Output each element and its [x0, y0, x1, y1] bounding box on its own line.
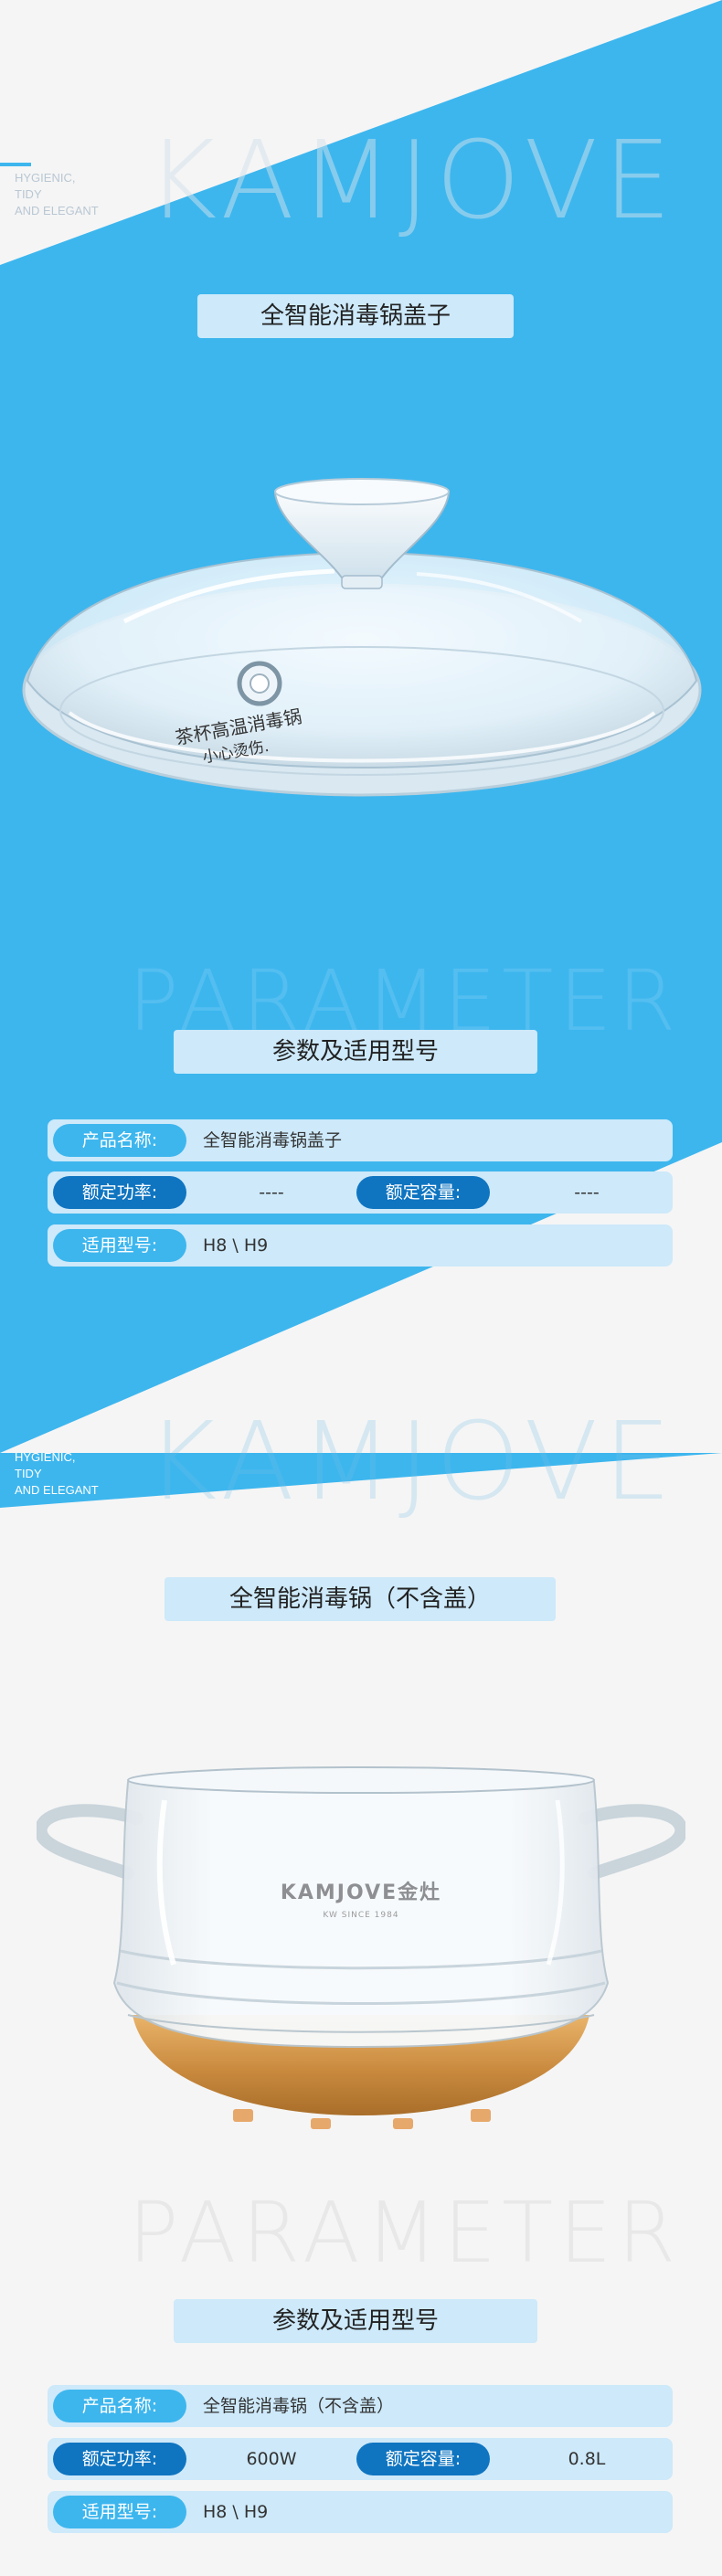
- tagline-line: TIDY: [15, 1467, 42, 1480]
- param-row-model: 适用型号: H8 \ H9: [48, 2491, 673, 2533]
- product-title: 全智能消毒锅（不含盖）: [165, 1577, 556, 1621]
- product-name-value: 全智能消毒锅（不含盖）: [203, 2396, 395, 2416]
- param-row-power-capacity: 额定功率: ---- 额定容量: ----: [48, 1171, 673, 1214]
- params-title: 参数及适用型号: [174, 2299, 537, 2343]
- rated-capacity-label: 额定容量:: [356, 2443, 490, 2475]
- applicable-model-label: 适用型号:: [53, 1229, 186, 1262]
- product-name-value: 全智能消毒锅盖子: [203, 1130, 343, 1150]
- brand-watermark: KAMJOVE: [146, 117, 677, 243]
- tagline: HYGIENIC, TIDY AND ELEGANT: [15, 170, 99, 219]
- tagline-line: TIDY: [15, 187, 42, 201]
- rated-power-value: ----: [259, 1182, 284, 1203]
- lid-section: KAMJOVE HYGIENIC, TIDY AND ELEGANT 全智能消毒…: [0, 0, 722, 1453]
- glass-lid-image: 茶杯高温消毒锅 小心烫伤.: [22, 478, 702, 797]
- rated-power-label: 额定功率:: [53, 2443, 186, 2475]
- product-title: 全智能消毒锅盖子: [197, 294, 514, 338]
- params-title: 参数及适用型号: [174, 1030, 537, 1074]
- tagline: HYGIENIC, TIDY AND ELEGANT: [15, 1449, 99, 1499]
- param-row-name: 产品名称: 全智能消毒锅盖子: [48, 1119, 673, 1161]
- pot-logo: KAMJOVE金灶: [281, 1881, 441, 1904]
- rated-power-value: 600W: [246, 2449, 297, 2469]
- brand-watermark: KAMJOVE: [146, 1398, 677, 1524]
- applicable-model-label: 适用型号:: [53, 2496, 186, 2528]
- pot-section-background: [0, 1453, 722, 1508]
- rated-capacity-value: ----: [574, 1182, 600, 1203]
- tagline-line: AND ELEGANT: [15, 1483, 99, 1497]
- tagline-accent-bar: [0, 163, 31, 166]
- lid-section-background: [0, 0, 722, 1453]
- param-row-name: 产品名称: 全智能消毒锅（不含盖）: [48, 2385, 673, 2427]
- pot-logo-subtitle: KW SINCE 1984: [323, 1911, 398, 1920]
- parameter-watermark: PARAMETER: [128, 2184, 682, 2282]
- glass-pot-image: KAMJOVE金灶 KW SINCE 1984: [37, 1766, 685, 2129]
- rated-power-label: 额定功率:: [53, 1176, 186, 1209]
- tagline-line: HYGIENIC,: [15, 1450, 76, 1464]
- rated-capacity-label: 额定容量:: [356, 1176, 490, 1209]
- applicable-model-value: H8 \ H9: [203, 1235, 269, 1256]
- tagline-line: AND ELEGANT: [15, 204, 99, 217]
- tagline-line: HYGIENIC,: [15, 171, 76, 185]
- applicable-model-value: H8 \ H9: [203, 2502, 269, 2522]
- product-name-label: 产品名称:: [53, 2390, 186, 2422]
- product-name-label: 产品名称:: [53, 1124, 186, 1157]
- rated-capacity-value: 0.8L: [568, 2449, 606, 2469]
- tagline-accent-bar: [0, 1433, 31, 1436]
- param-row-power-capacity: 额定功率: 600W 额定容量: 0.8L: [48, 2438, 673, 2480]
- param-row-model: 适用型号: H8 \ H9: [48, 1224, 673, 1267]
